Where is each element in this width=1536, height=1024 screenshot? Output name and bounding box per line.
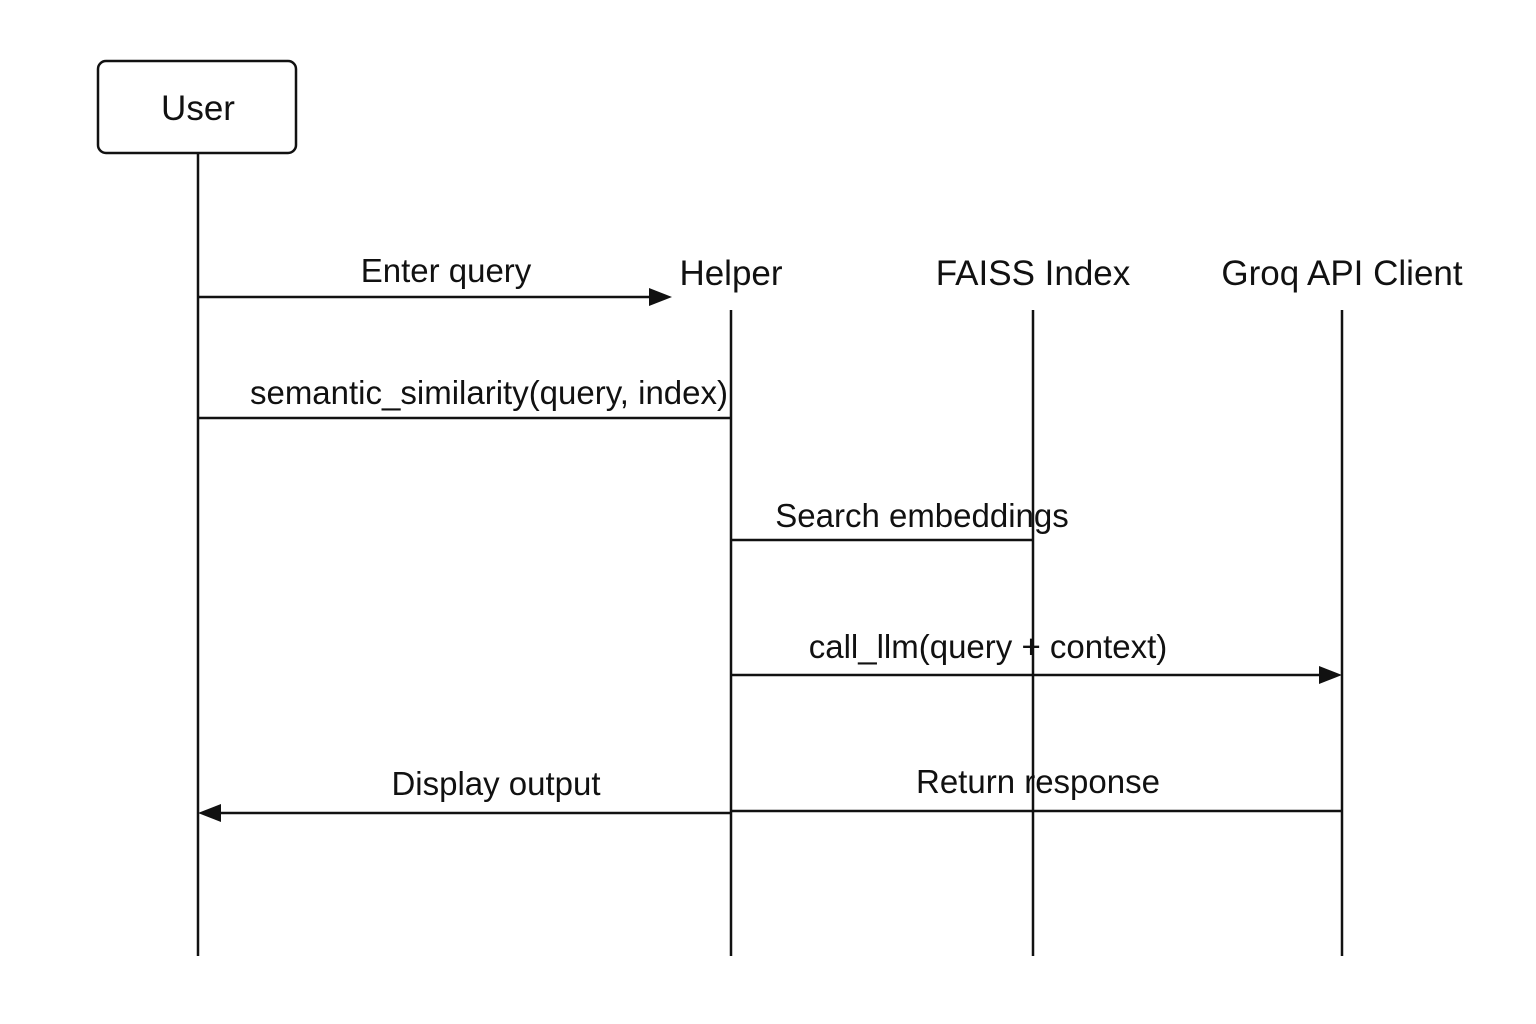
message-label: Return response	[916, 763, 1160, 800]
participant-user: User	[96, 59, 298, 155]
message-display-output: Display output	[198, 765, 731, 822]
arrowhead-right	[649, 288, 672, 306]
message-call-llm: call_llm(query + context)	[731, 628, 1342, 684]
message-label: Enter query	[361, 252, 532, 289]
message-label: Display output	[391, 765, 600, 802]
message-label: Search embeddings	[775, 497, 1069, 534]
arrowhead-right	[1319, 666, 1342, 684]
message-label: semantic_similarity(query, index)	[250, 374, 728, 411]
participant-label-groq: Groq API Client	[1221, 254, 1462, 293]
message-return-response: Return response	[731, 763, 1342, 813]
participant-label-user: User	[161, 89, 235, 128]
message-label: call_llm(query + context)	[809, 628, 1168, 665]
message-search-embeddings: Search embeddings	[731, 497, 1069, 542]
participant-label-faiss: FAISS Index	[936, 254, 1131, 293]
message-enter-query: Enter query	[198, 252, 672, 306]
participant-label-helper: Helper	[679, 254, 782, 293]
arrowhead-left	[198, 804, 221, 822]
message-semantic-similarity: semantic_similarity(query, index)	[198, 374, 731, 420]
